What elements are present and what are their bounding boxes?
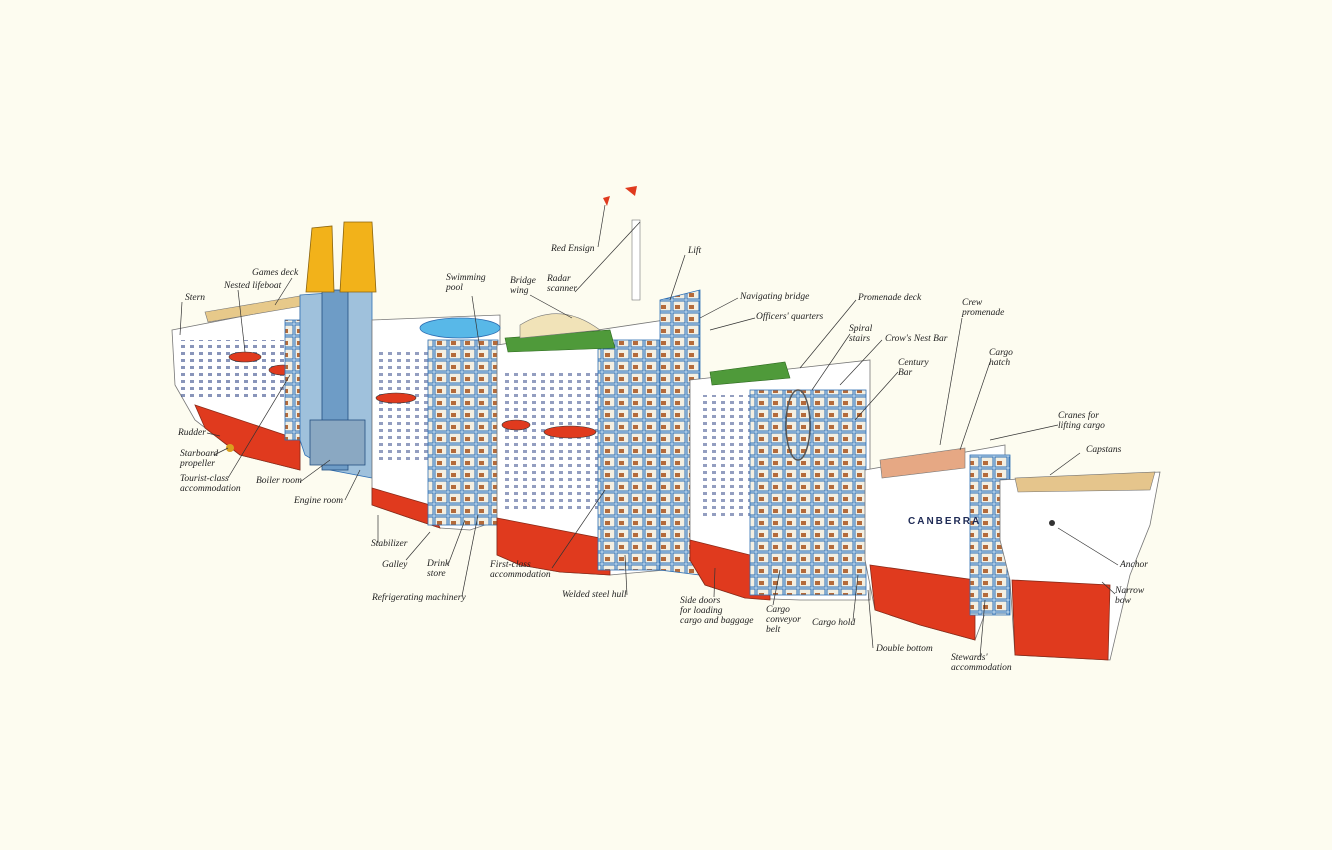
label-tourist-class: Tourist-class accommodation (180, 474, 241, 494)
label-stabilizer: Stabilizer (371, 539, 408, 549)
label-nested-lifeboat: Nested lifeboat (224, 281, 282, 291)
label-welded-steel-hull: Welded steel hull (562, 590, 627, 600)
label-radar-scanner: Radar scanner (547, 274, 578, 294)
label-spiral-stairs: Spiral stairs (849, 324, 873, 344)
forward-section: CANBERRA (864, 444, 1011, 641)
label-crew-promenade: Crew promenade (962, 298, 1005, 318)
label-anchor: Anchor (1120, 560, 1148, 570)
label-promenade-deck: Promenade deck (858, 293, 922, 303)
leader-lines (179, 204, 1119, 658)
label-officers-quarters: Officers' quarters (756, 312, 824, 322)
label-swimming-pool: Swimming pool (446, 273, 486, 293)
label-drink-store: Drink store (427, 559, 450, 579)
label-refrigerating: Refrigerating machinery (372, 593, 466, 603)
label-side-doors: Side doors for loading cargo and baggage (680, 596, 754, 626)
ship-name-text: CANBERRA (908, 516, 981, 527)
label-cranes: Cranes for lifting cargo (1058, 411, 1105, 431)
label-lift: Lift (688, 246, 702, 256)
label-narrow-bow: Narrow bow (1115, 586, 1145, 606)
label-century-bar: Century Bar (898, 358, 929, 378)
pool-section (371, 314, 501, 531)
label-red-ensign: Red Ensign (551, 244, 595, 254)
bridge-section (659, 289, 871, 601)
label-double-bottom: Double bottom (876, 644, 933, 654)
label-cargo-conveyor: Cargo conveyor belt (766, 605, 801, 635)
label-crows-nest-bar: Crow's Nest Bar (885, 334, 948, 344)
label-engine-room: Engine room (294, 496, 343, 506)
label-first-class: First-class accommodation (490, 560, 551, 580)
label-stern: Stern (185, 293, 206, 303)
label-games-deck: Games deck (252, 268, 299, 278)
funnel-engine-section (299, 221, 377, 479)
label-boiler-room: Boiler room (256, 476, 302, 486)
label-starboard-propeller: Starboard propeller (180, 449, 219, 469)
label-navigating-bridge: Navigating bridge (740, 292, 810, 302)
label-rudder: Rudder (178, 428, 206, 438)
label-bridge-wing: Bridge wing (510, 276, 536, 296)
midship-section (496, 186, 666, 576)
label-cargo-hold: Cargo hold (812, 618, 856, 628)
bow-section (999, 471, 1161, 661)
label-stewards: Stewards' accommodation (951, 653, 1012, 673)
label-galley: Galley (382, 560, 408, 570)
label-cargo-hatch: Cargo hatch (989, 348, 1013, 368)
label-capstans: Capstans (1086, 445, 1122, 455)
